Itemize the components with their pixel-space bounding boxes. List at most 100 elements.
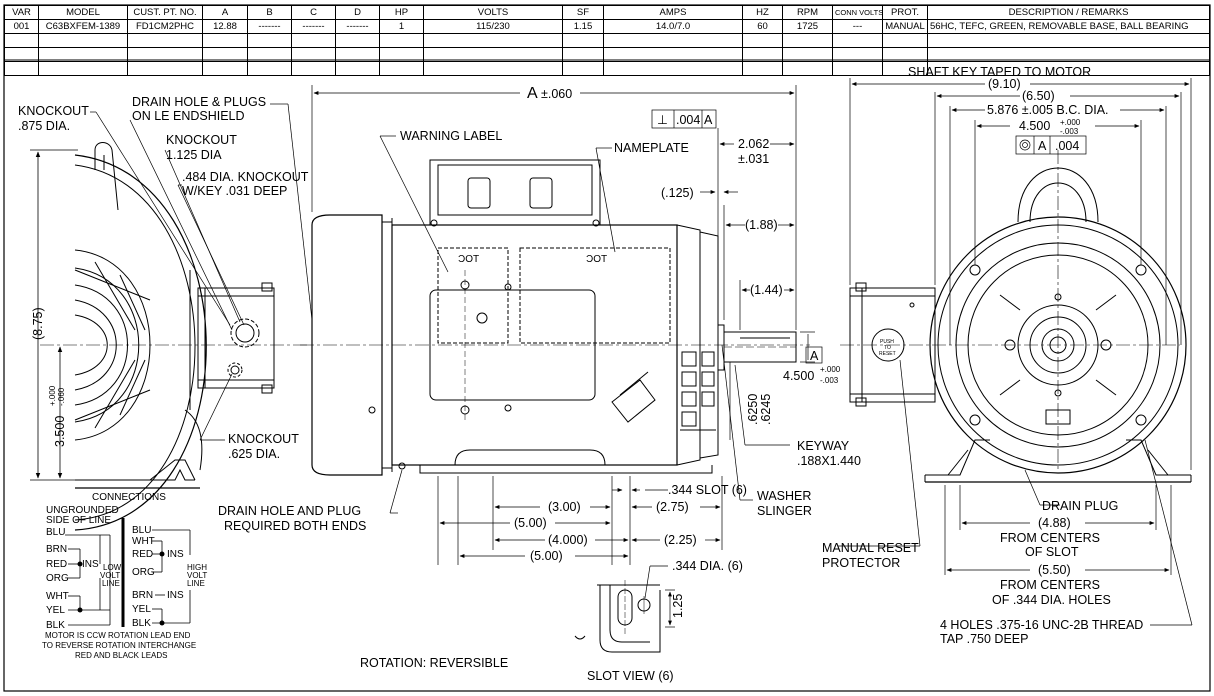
conn-blk-r: BLK: [132, 618, 151, 629]
dim-4-500-tol-dn: -.003: [820, 376, 839, 385]
label-slot-view: SLOT VIEW (6): [587, 669, 674, 683]
conn-yel: YEL: [46, 605, 65, 616]
sheet-border: [3, 4, 1211, 692]
conn-low-3: LINE: [102, 579, 120, 588]
label-knockout-625-dia: .625 DIA.: [228, 447, 280, 461]
conn-ungrounded-2: SIDE OF LINE: [46, 515, 111, 526]
left-vertical-dims: [30, 149, 78, 481]
conn-wht: WHT: [46, 591, 69, 602]
dim-4-88: (4.88): [1038, 516, 1071, 530]
dim-a: A: [527, 85, 538, 102]
conn-red: RED: [46, 559, 67, 570]
label-knockout-1125: KNOCKOUT: [166, 133, 237, 147]
label-knockout-875: KNOCKOUT: [18, 104, 89, 118]
dim-3-500-tol-up: +.000: [48, 385, 57, 406]
label-required-both: REQUIRED BOTH ENDS: [224, 519, 366, 533]
dim-2-062-tol: ±.031: [738, 152, 769, 166]
conn-high-2: VOLT: [187, 571, 207, 580]
right-bottom-dims: [838, 359, 1193, 626]
gdt-perp-tol: .004: [676, 113, 700, 127]
dim-4-500-pilot: 4.500: [1019, 119, 1050, 133]
dim-4-500-pilot-dn: -.003: [1060, 127, 1079, 136]
label-keyway: KEYWAY: [797, 439, 850, 453]
gdt-perp: ⊥: [657, 113, 668, 127]
dim-8-75: (8.75): [31, 307, 45, 340]
dim-2-062: 2.062: [738, 137, 769, 151]
dim-6250: .6250: [746, 394, 760, 425]
conn-title: CONNECTIONS: [92, 492, 166, 503]
label-nameplate: NAMEPLATE: [614, 141, 689, 155]
label-manual-reset: MANUAL RESET: [822, 541, 919, 555]
conn-ins-r: INS: [167, 549, 184, 560]
datum-a-box: A: [810, 349, 819, 363]
conn-ins: INS: [82, 559, 99, 570]
connections-diagram: [65, 518, 191, 627]
conn-blu: BLU: [46, 527, 65, 538]
conn-org: ORG: [46, 573, 69, 584]
label-4-holes: 4 HOLES .375-16 UNC-2B THREAD: [940, 618, 1143, 632]
conn-org-r: ORG: [132, 567, 155, 578]
label-w-key: W/KEY .031 DEEP: [182, 184, 287, 198]
right-end-view: [840, 150, 1192, 483]
label-from-centers-2: FROM CENTERS: [1000, 578, 1100, 592]
side-bottom-dims: [437, 476, 723, 565]
spec-empty-row-3: [4, 61, 1210, 76]
gdt-datum-a2: A: [1038, 139, 1047, 153]
gdt-datum-a: A: [704, 113, 713, 127]
dim-1-88: (1.88): [745, 218, 778, 232]
side-view-motor: [300, 159, 810, 476]
label-shaft-key: SHAFT KEY TAPED TO MOTOR: [908, 65, 1091, 79]
label-drain-plug: DRAIN PLUG: [1042, 499, 1118, 513]
conn-ungrounded-1: UNGROUNDED: [46, 505, 119, 516]
cot-mark-2: ƆOT: [586, 254, 607, 265]
push-reset-1: PUSH: [880, 339, 894, 345]
label-drain-hole-plugs: DRAIN HOLE & PLUGS: [132, 95, 266, 109]
label-on-le-endshield: ON LE ENDSHIELD: [132, 109, 245, 123]
conn-ins-r2: INS: [167, 590, 184, 601]
cot-mark-1: ƆOT: [458, 254, 479, 265]
dim-6-50: (6.50): [1022, 89, 1055, 103]
slot-view: [574, 565, 675, 653]
dim-5-50: (5.50): [1038, 563, 1071, 577]
label-protector: PROTECTOR: [822, 556, 900, 570]
label-knockout-1125-dia: 1.125 DIA: [166, 148, 222, 162]
dim-a-tol: ±.060: [541, 87, 572, 101]
label-484-knockout: .484 DIA. KNOCKOUT: [182, 170, 309, 184]
dim-3-00: (3.00): [548, 500, 581, 514]
dim-3-500-tol-dn: -.060: [57, 387, 66, 406]
gdt-conc-tol: .004: [1055, 139, 1079, 153]
label-warning: WARNING LABEL: [400, 129, 502, 143]
dim-4-000: (4.000): [548, 533, 588, 547]
conn-low-2: VOLT: [100, 571, 120, 580]
dim-dia-344-6: .344 DIA. (6): [672, 559, 743, 573]
dim-6245: .6245: [759, 394, 773, 425]
dim-1-25-slot: 1.25: [671, 594, 685, 618]
conn-red-r: RED: [132, 549, 153, 560]
dim-5-00-a: (5.00): [514, 516, 547, 530]
right-top-dims: [849, 78, 1192, 470]
label-slinger: SLINGER: [757, 504, 812, 518]
side-leaders: [379, 135, 790, 514]
label-keyway-size: .188X1.440: [797, 454, 861, 468]
dim-slot-344: .344 SLOT (6): [668, 483, 747, 497]
label-knockout-625: KNOCKOUT: [228, 432, 299, 446]
label-drain-hole-plug: DRAIN HOLE AND PLUG: [218, 504, 361, 518]
push-reset-3: RESET: [879, 351, 896, 357]
conn-blu-r: BLU: [132, 525, 151, 536]
dim-3-500: 3.500: [53, 416, 67, 447]
conn-brn-r: BRN: [132, 590, 153, 601]
conn-yel-r: YEL: [132, 604, 151, 615]
conn-note-2: TO REVERSE ROTATION INTERCHANGE: [42, 641, 196, 650]
conn-low-1: LOW: [103, 563, 122, 572]
label-from-centers-1: FROM CENTERS: [1000, 531, 1100, 545]
connections-dots: [77, 551, 165, 626]
dim-5-00-b: (5.00): [530, 549, 563, 563]
spec-header-row: VAR MODEL CUST. PT. NO. A B C D HP VOLTS…: [4, 5, 1210, 20]
dim-1-44: (1.44): [750, 283, 783, 297]
dim-4-500-pilot-up: +.000: [1060, 118, 1081, 127]
dim-5-876: 5.876 ±.005 B.C. DIA.: [987, 103, 1109, 117]
label-of-slot: OF SLOT: [1025, 545, 1079, 559]
dim-9-10: (9.10): [988, 77, 1021, 91]
